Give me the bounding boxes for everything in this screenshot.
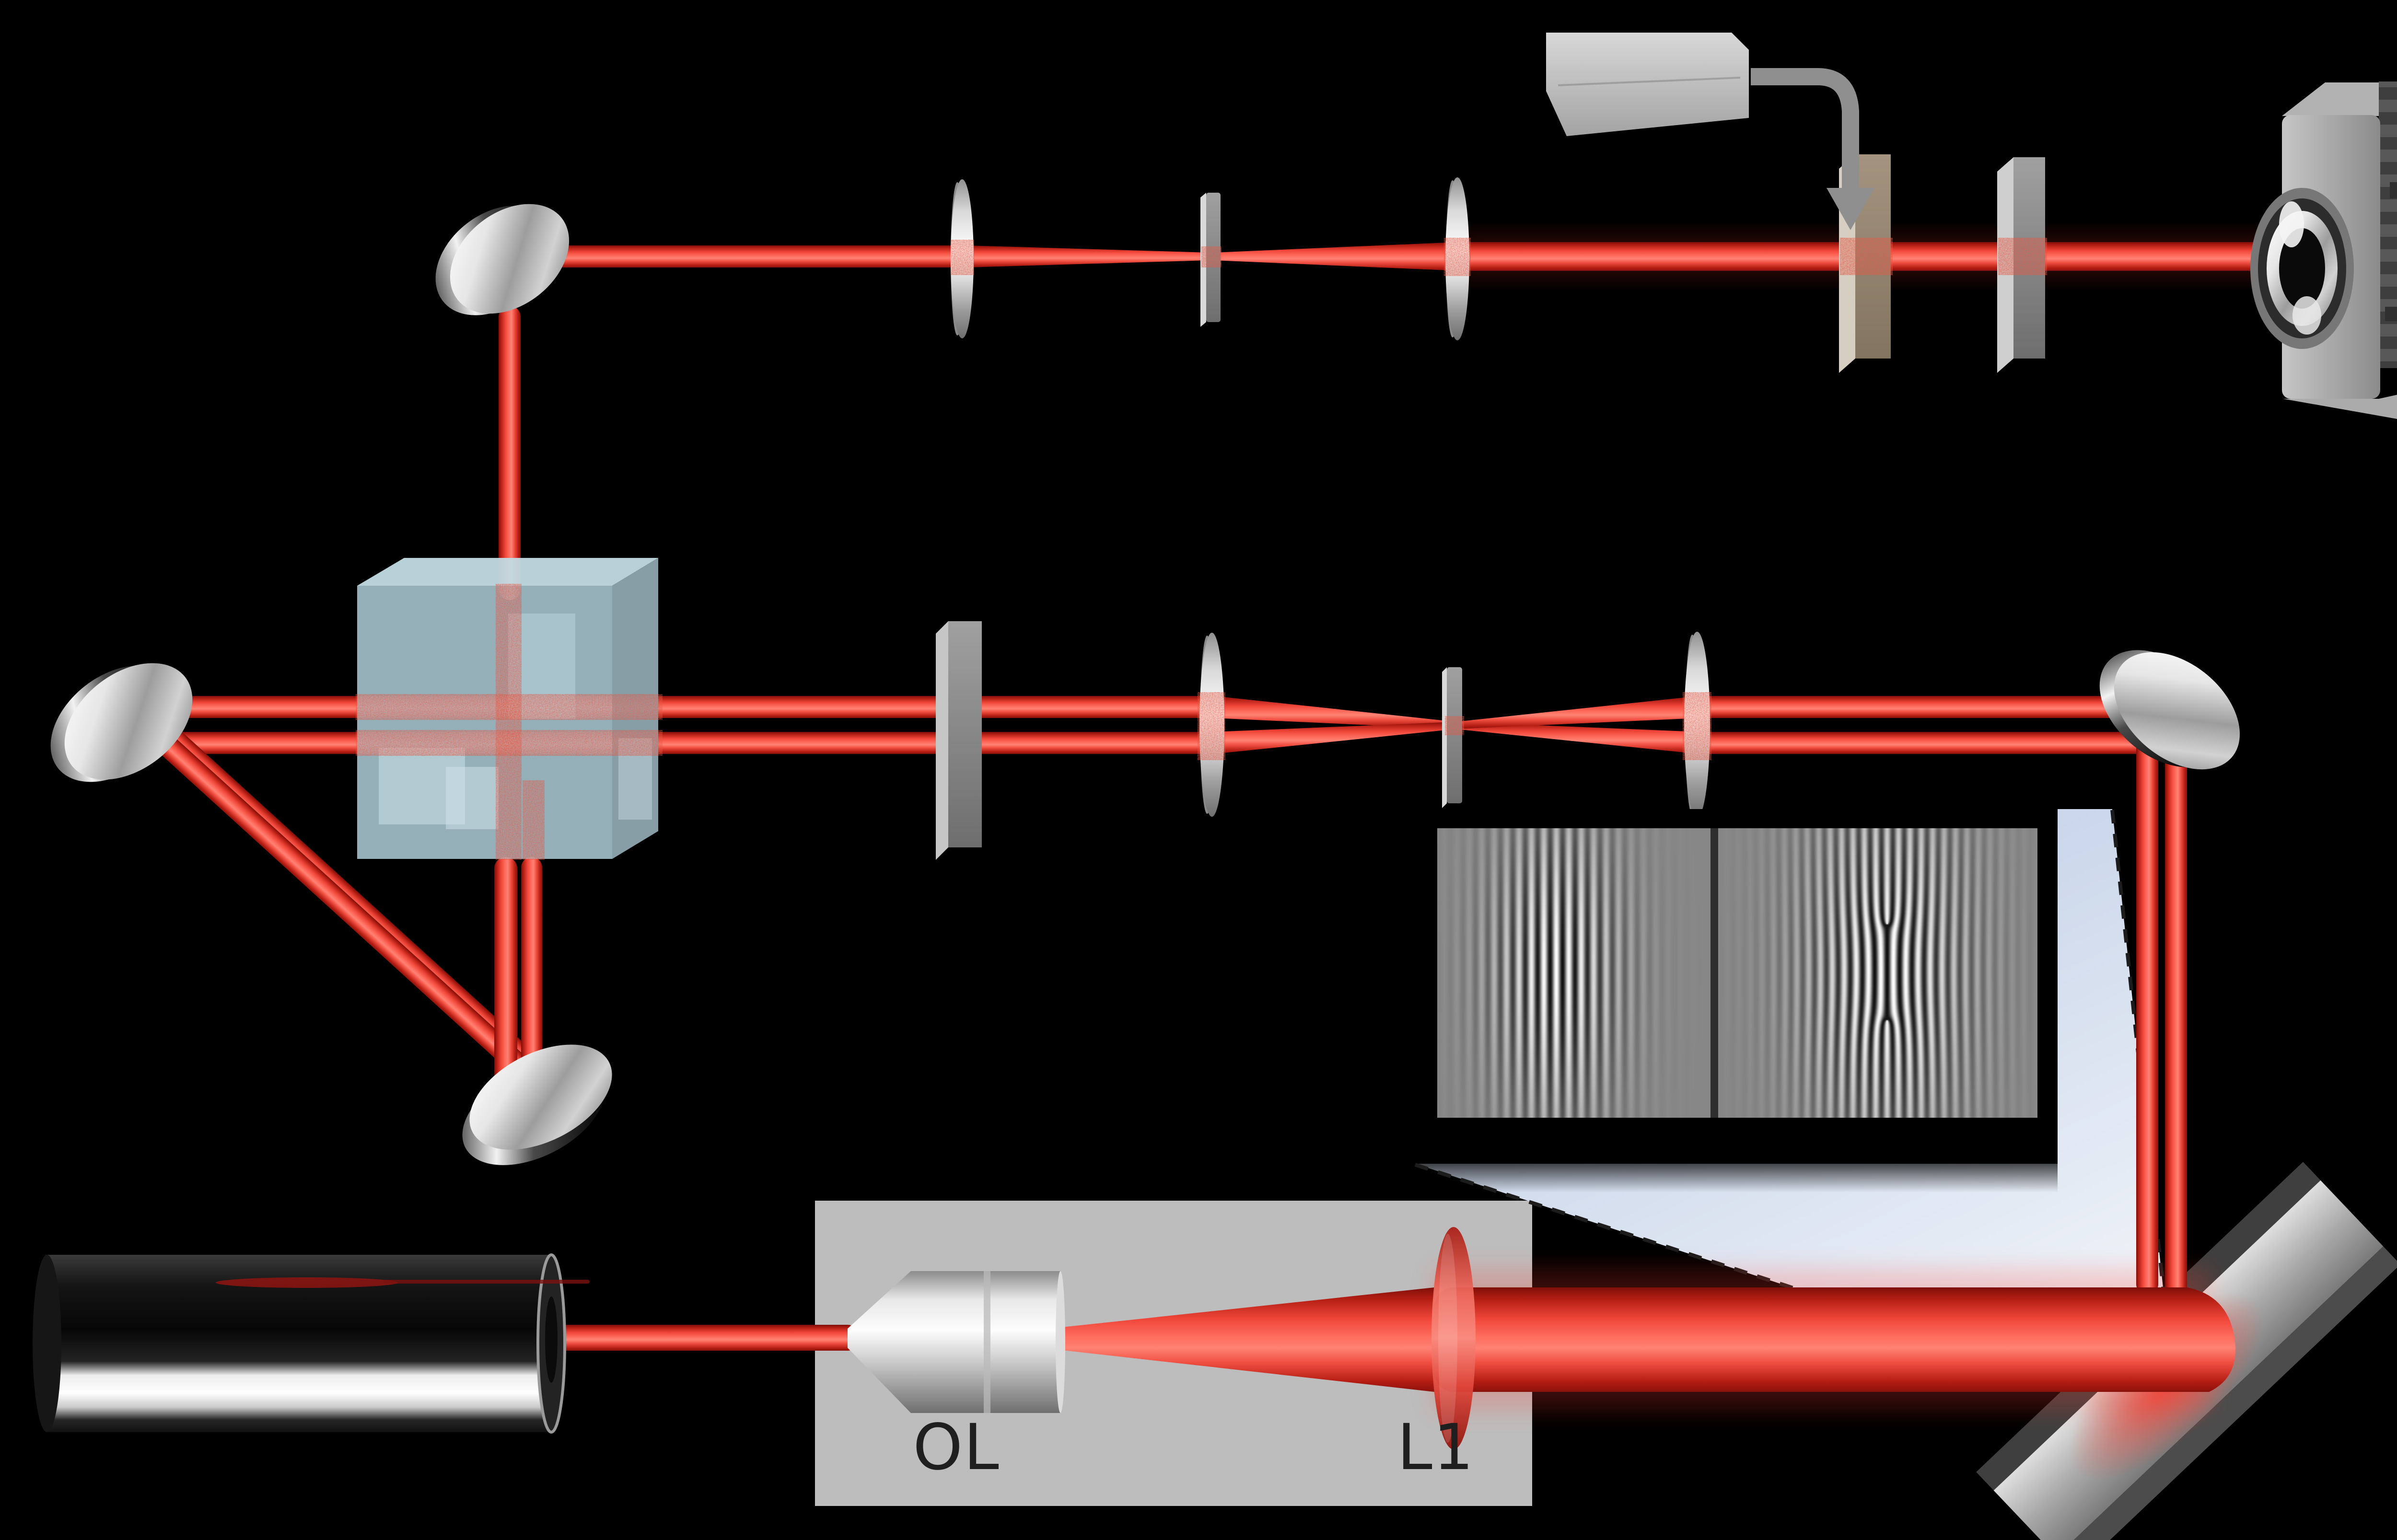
window-plate-middle: [936, 621, 982, 860]
beam-cube-to-bottom-mirror-2: [521, 857, 542, 1083]
beam-diagonal-2: [144, 723, 572, 1114]
beam-cube-to-bottom-mirror-1: [494, 857, 517, 1097]
camera-heatsink: [2379, 81, 2397, 368]
beam-scatter-speckle: [951, 238, 2047, 760]
fold-mirror-top-left: [435, 204, 570, 315]
objective-lens-label: OL: [913, 1411, 1000, 1484]
beam-vertical-mirror-to-cube: [499, 306, 521, 600]
beam-expanding-cone: [1062, 1287, 1434, 1392]
blank-label-slab: [1546, 33, 1749, 136]
beam-middle-upper: [144, 696, 1214, 718]
beam-top-converging: [966, 245, 1209, 267]
objective-lens: [848, 1271, 1065, 1413]
camera: [2250, 81, 2397, 419]
beam-laser-to-objective: [547, 1325, 860, 1351]
zoom-callout: [1414, 809, 2178, 1415]
beam-top-diverging: [1213, 242, 1458, 271]
lens-l1: [1431, 1227, 1476, 1449]
lens-l1-label: L1: [1397, 1411, 1475, 1484]
beam-middle-lower: [144, 732, 1214, 754]
insert-arrow-icon: [1751, 68, 1874, 230]
laser-beams: [118, 236, 2302, 1411]
beam-top-collimated-1: [515, 245, 966, 267]
pinhole-middle: [1442, 667, 1462, 808]
delay-mirror-bottom: [462, 1044, 612, 1165]
beam-splitter-cube: [356, 558, 663, 860]
laser-source: [33, 1253, 590, 1434]
periscope-mirror-right: [2099, 650, 2240, 770]
beam-elbow-bend: [2124, 1287, 2235, 1392]
beam-right-vertical-2: [2165, 742, 2187, 1298]
interferogram-panel-reference: [1437, 828, 1710, 1118]
delay-mirror-left: [50, 663, 193, 782]
beam-thick-collimated: [1434, 1287, 2163, 1392]
beam-right-vertical-1: [2136, 706, 2158, 1295]
interferogram-panel-fork: [1718, 828, 2037, 1118]
